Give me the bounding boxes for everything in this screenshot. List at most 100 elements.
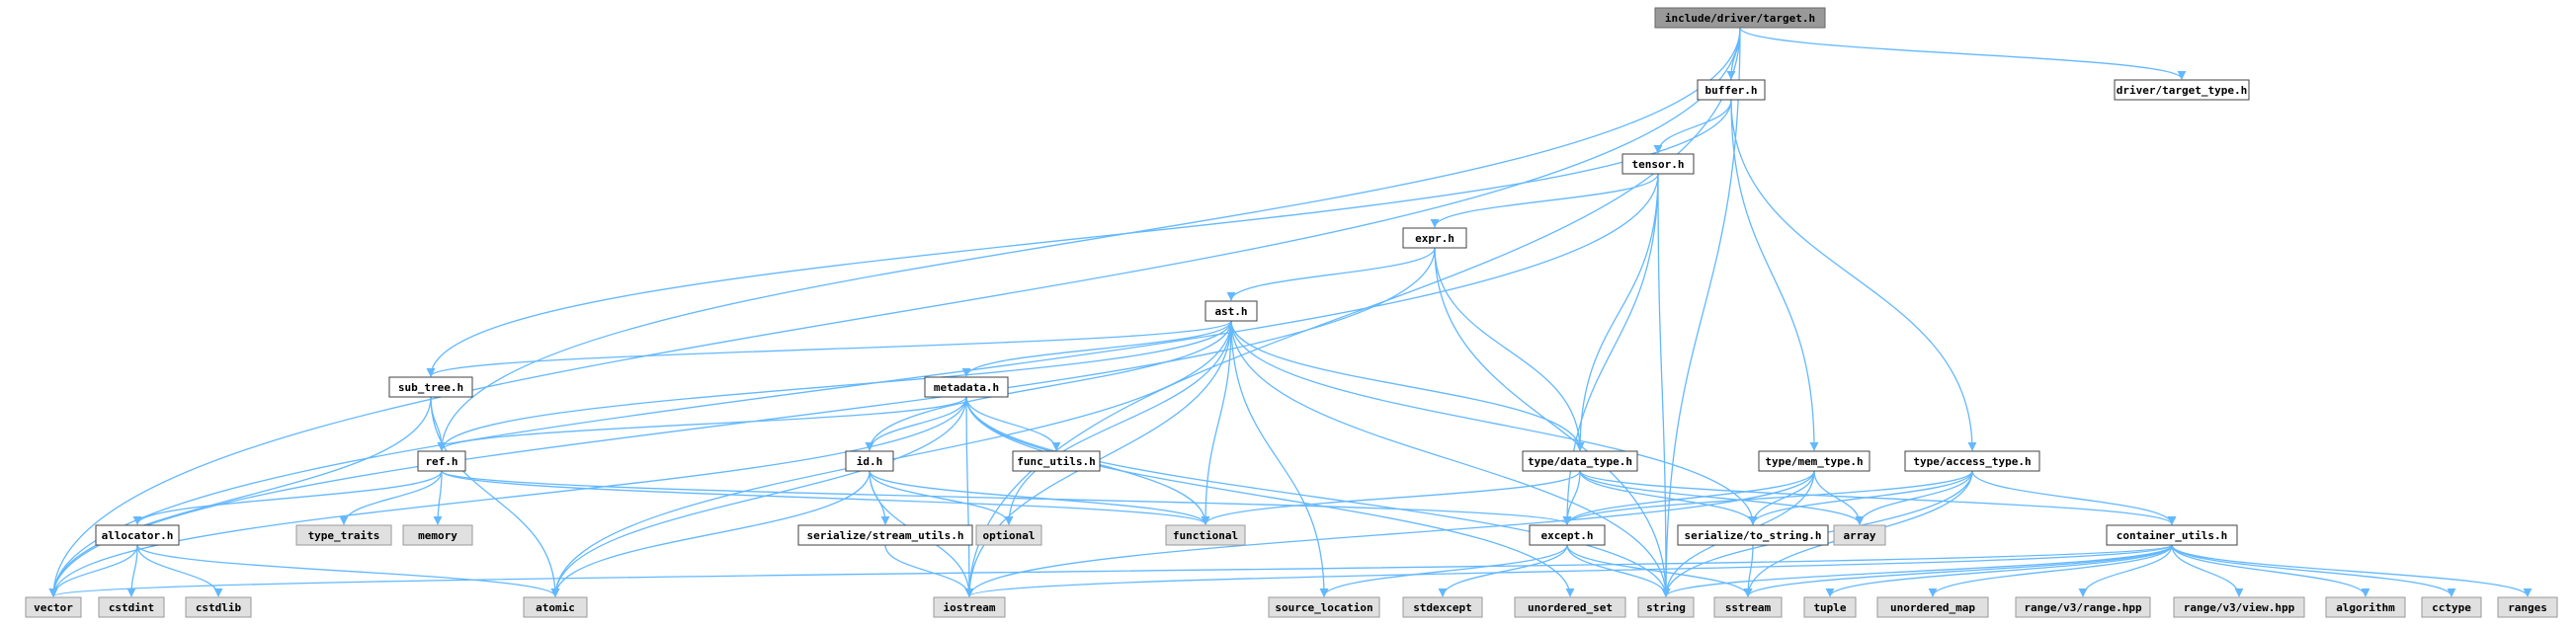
node-box [1402,596,1483,618]
node-except[interactable]: except.h [1529,524,1606,546]
edge-except-to-source_location [1319,544,1568,597]
node-stdexcept: stdexcept [1402,596,1483,618]
node-box [2421,596,2482,618]
node-box [185,596,252,618]
node-box [1654,7,1826,29]
node-metadata[interactable]: metadata.h [924,376,1009,398]
edge-tensor-to-data_type [1575,173,1659,451]
node-buffer[interactable]: buffer.h [1697,79,1766,101]
edge-ref-to-functional [441,470,1210,525]
node-box [1833,524,1886,546]
node-label: ref.h [425,455,457,468]
node-box [797,524,973,546]
node-type-traits: type_traits [295,524,392,546]
edge-metadata-to-ref [437,396,967,451]
node-access-type[interactable]: type/access_type.h [1904,450,2040,472]
node-label: range/v3/view.hpp [2184,601,2295,614]
edge-ast-to-functional [1201,320,1232,525]
node-label: tensor.h [1632,158,1685,171]
node-array: array [1833,524,1886,546]
node-box [1803,596,1857,618]
edge-expr-to-data_type [1434,247,1585,451]
node-label: cstdint [109,601,154,614]
edge-metadata-to-string [965,396,1671,597]
edge-ast-to-optional [1004,320,1232,525]
node-expr[interactable]: expr.h [1402,227,1467,249]
edge-id-to-optional [869,470,1014,525]
node-label: ranges [2508,601,2547,614]
node-label: func_utils.h [1017,455,1095,468]
node-box [1529,524,1606,546]
node-stream-utils[interactable]: serialize/stream_utils.h [797,524,973,546]
node-label: type/data_type.h [1528,455,1632,468]
node-box [1876,596,1989,618]
node-label: unordered_map [1890,601,1975,614]
node-box [1205,300,1258,322]
edge-container_utils-to-tuple [1825,544,2173,597]
node-unordered-set: unordered_set [1514,596,1626,618]
node-algorithm: algorithm [2325,596,2406,618]
node-label: iostream [944,601,996,614]
node-label: include/driver/target.h [1665,12,1815,25]
node-box [1165,524,1246,546]
edge-container_utils-to-vector [49,544,2173,597]
node-box [417,450,466,472]
node-label: type/mem_type.h [1765,455,1863,468]
node-mem-type[interactable]: type/mem_type.h [1758,450,1870,472]
node-box [2106,524,2238,546]
node-box [933,596,1006,618]
node-label: source_location [1275,601,1372,614]
edge-except-to-sstream [1566,544,1753,597]
node-allocator[interactable]: allocator.h [95,524,180,546]
node-sub-tree[interactable]: sub_tree.h [388,376,473,398]
edge-container_utils-to-string [1661,544,2173,597]
node-label: metadata.h [934,381,999,394]
node-box [1637,596,1695,618]
edge-tensor-to-vector [48,173,1659,597]
node-box [975,524,1042,546]
node-label: id.h [857,455,883,468]
node-label: serialize/stream_utils.h [807,529,964,542]
node-cstdlib: cstdlib [185,596,252,618]
node-label: memory [418,529,457,542]
node-box [402,524,473,546]
edge-tensor-to-expr [1430,173,1659,228]
node-label: algorithm [2336,601,2395,614]
file-nodes: include/driver/target.h buffer.h driver/ta… [25,7,2558,618]
node-label: tuple [1813,601,1846,614]
node-ref[interactable]: ref.h [417,450,466,472]
node-container-utils[interactable]: container_utils.h [2106,524,2238,546]
node-label: driver/target_type.h [2117,84,2247,97]
node-tensor[interactable]: tensor.h [1621,153,1695,175]
node-target[interactable]: include/driver/target.h [1654,7,1826,29]
node-box [1268,596,1380,618]
edge-allocator-to-atomic [136,544,560,597]
edge-ast-to-data_type [1230,320,1585,451]
node-box [295,524,392,546]
node-label: atomic [536,601,575,614]
edge-allocator-to-cstdint [126,544,138,597]
node-box [25,596,82,618]
node-func-utils[interactable]: func_utils.h [1012,450,1101,472]
edge-data_type-to-container_utils [1579,470,2177,525]
edge-data_type-to-array [1579,470,1865,525]
node-id[interactable]: id.h [845,450,894,472]
node-target-type[interactable]: driver/target_type.h [2114,79,2250,101]
node-tuple: tuple [1803,596,1857,618]
node-ast[interactable]: ast.h [1205,300,1258,322]
edge-ast-to-string [1230,320,1671,597]
node-data-type[interactable]: type/data_type.h [1522,450,1638,472]
node-box [1677,524,1829,546]
edge-mem_type-to-except [1562,470,1815,525]
node-atomic: atomic [523,596,588,618]
node-label: serialize/to_string.h [1684,529,1821,542]
edge-ast-to-metadata [961,320,1232,377]
node-box [1012,450,1101,472]
node-box [2173,596,2305,618]
node-to-string[interactable]: serialize/to_string.h [1677,524,1829,546]
node-box [2325,596,2406,618]
edge-ref-to-allocator [132,470,443,525]
edge-buffer-to-tensor [1653,99,1732,154]
node-label: stdexcept [1413,601,1472,614]
